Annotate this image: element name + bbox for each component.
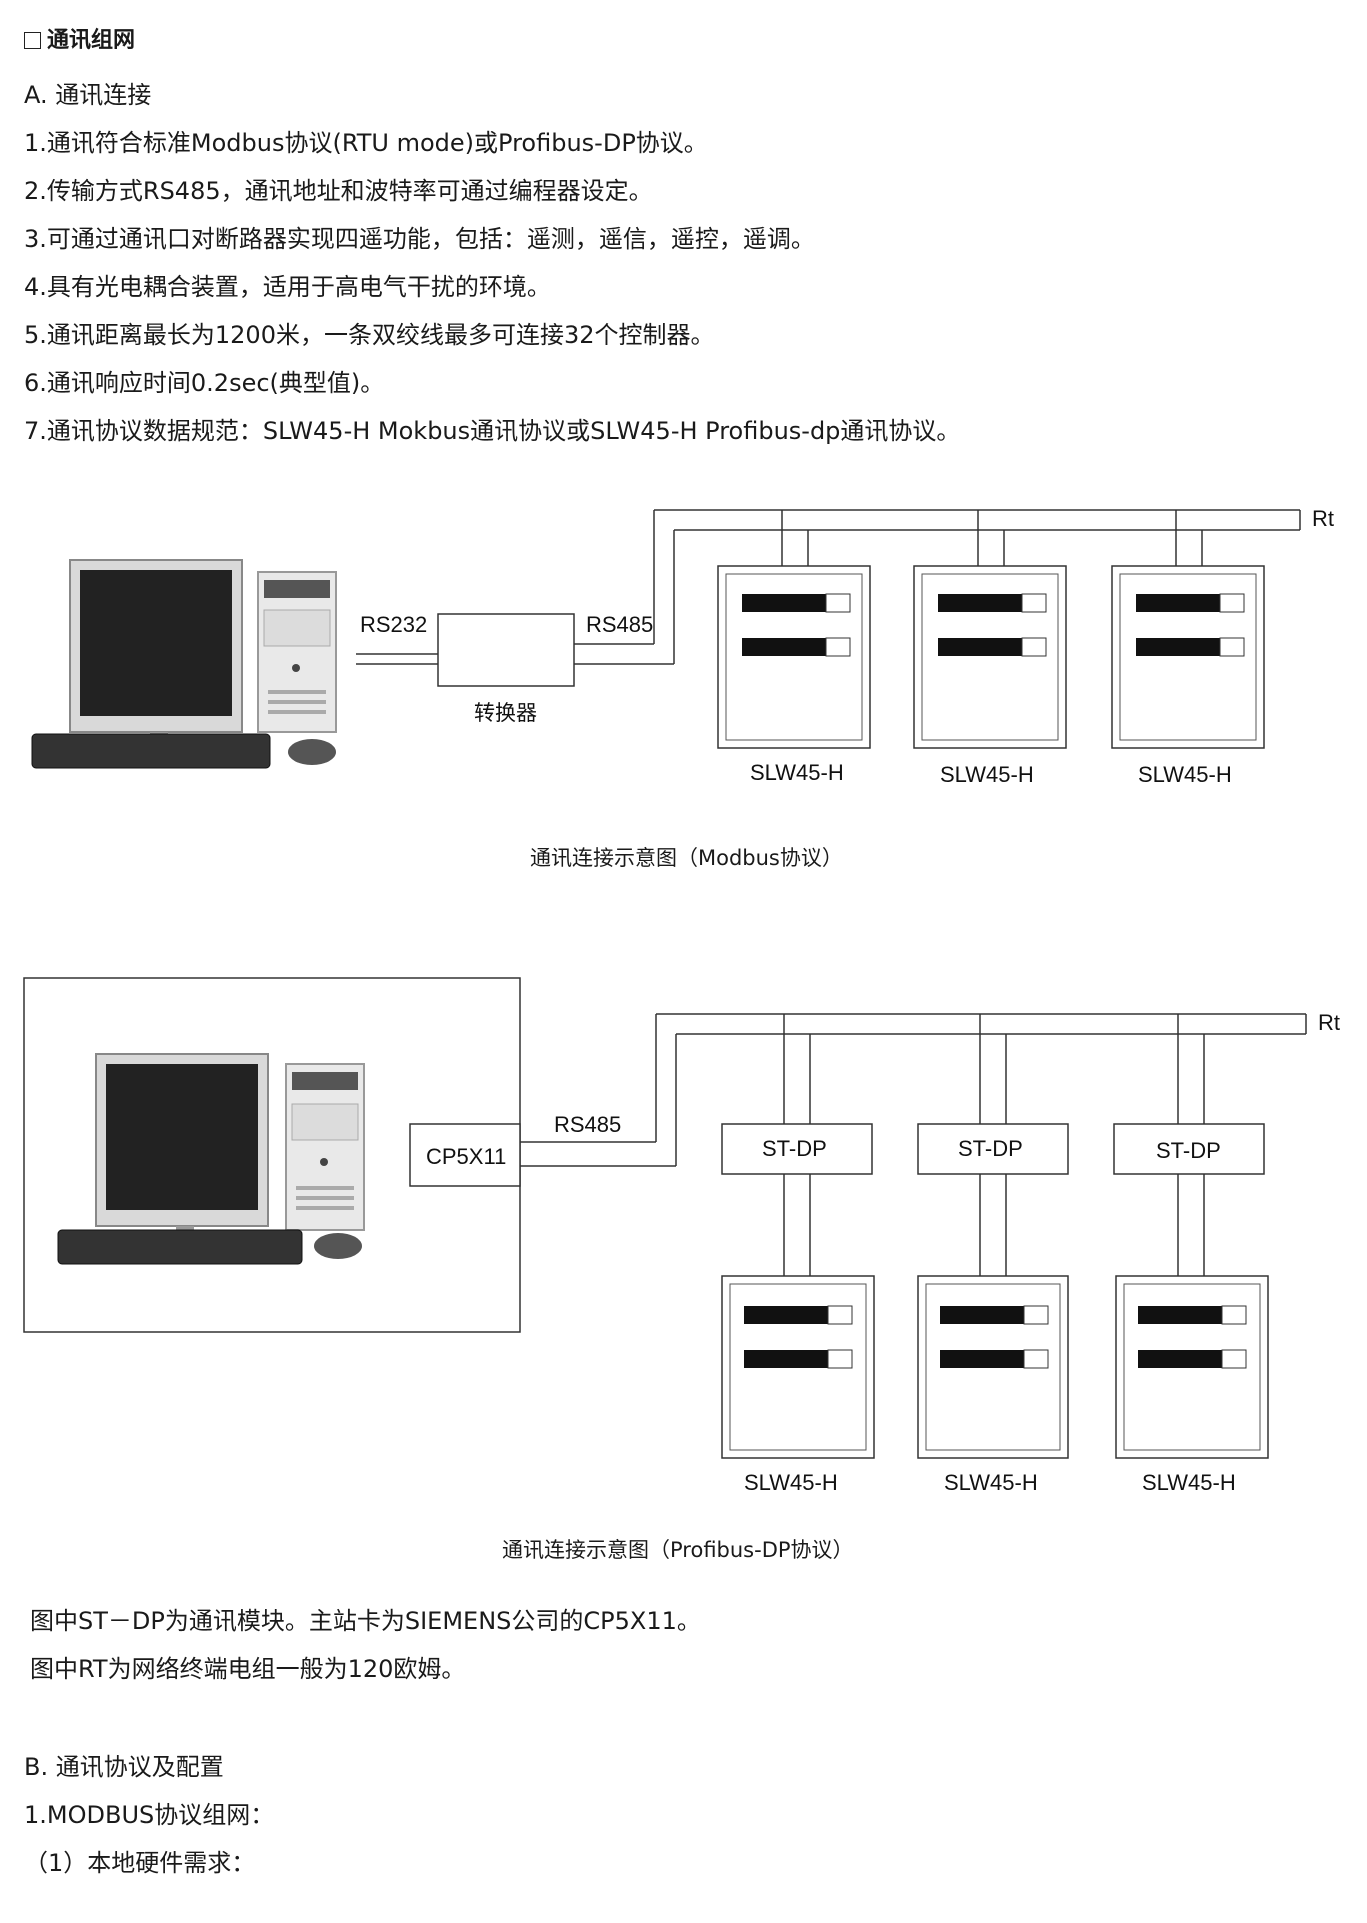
profibus-caption: 通讯连接示意图（Profibus-DP协议） <box>502 1538 854 1562</box>
part-a-title: A. 通讯连接 <box>24 81 152 109</box>
checkbox-icon <box>24 32 41 49</box>
st-dp-module-1 <box>721 1123 873 1175</box>
st-dp-module-3 <box>1113 1123 1265 1175</box>
part-a-item-7: 7.通讯协议数据规范：SLW45-H Mokbus通讯协议或SLW45-H Pr… <box>24 417 961 445</box>
rt-label: Rt <box>1312 506 1334 531</box>
device-label-2: SLW45-H <box>944 1470 1038 1495</box>
device-label-2: SLW45-H <box>940 762 1034 787</box>
part-b-title: B. 通讯协议及配置 <box>24 1753 224 1781</box>
part-a-item-5: 5.通讯距离最长为1200米，一条双绞线最多可连接32个控制器。 <box>24 321 715 349</box>
st-dp-label-1: ST-DP <box>762 1136 827 1161</box>
pc-frame <box>23 977 521 1333</box>
cp5x11-box <box>409 1123 521 1187</box>
converter-label: 转换器 <box>474 702 537 725</box>
device-label-3: SLW45-H <box>1142 1470 1236 1495</box>
slw45-device-1 <box>717 565 871 749</box>
slw45-device-2 <box>913 565 1067 749</box>
rs485-label: RS485 <box>554 1112 621 1137</box>
rs485-label: RS485 <box>586 612 653 637</box>
part-b-item-1: 1.MODBUS协议组网： <box>24 1801 275 1829</box>
st-dp-label-3: ST-DP <box>1156 1138 1221 1163</box>
part-b-item-1-sub: （1）本地硬件需求： <box>24 1849 256 1877</box>
note-2: 图中RT为网络终端电组一般为120欧姆。 <box>30 1655 466 1683</box>
rt-label: Rt <box>1318 1010 1340 1035</box>
cp5x11-label: CP5X11 <box>426 1144 506 1169</box>
pc-computer-icon <box>57 1053 365 1265</box>
part-a-item-4: 4.具有光电耦合装置，适用于高电气干扰的环境。 <box>24 273 551 301</box>
device-label-3: SLW45-H <box>1138 762 1232 787</box>
rs232-label: RS232 <box>360 612 427 637</box>
part-a-item-1: 1.通讯符合标准Modbus协议(RTU mode)或Profibus-DP协议… <box>24 129 708 157</box>
st-dp-label-2: ST-DP <box>958 1136 1023 1161</box>
slw45-device-3 <box>1111 565 1265 749</box>
part-a-item-3: 3.可通过通讯口对断路器实现四遥功能，包括：遥测，遥信，遥控，遥调。 <box>24 225 815 253</box>
device-label-1: SLW45-H <box>750 760 844 785</box>
st-dp-module-2 <box>917 1123 1069 1175</box>
section-title: 通讯组网 <box>24 26 135 56</box>
slw45-device-1 <box>721 1275 875 1459</box>
pc-computer-icon <box>31 559 337 769</box>
modbus-caption: 通讯连接示意图（Modbus协议） <box>530 846 843 870</box>
part-a-item-2: 2.传输方式RS485，通讯地址和波特率可通过编程器设定。 <box>24 177 653 205</box>
slw45-device-2 <box>917 1275 1069 1459</box>
slw45-device-3 <box>1115 1275 1269 1459</box>
device-label-1: SLW45-H <box>744 1470 838 1495</box>
section-title-text: 通讯组网 <box>47 28 136 53</box>
part-a-item-6: 6.通讯响应时间0.2sec(典型值)。 <box>24 369 385 397</box>
converter-box <box>437 613 575 687</box>
note-1: 图中ST－DP为通讯模块。主站卡为SIEMENS公司的CP5X11。 <box>30 1607 701 1635</box>
